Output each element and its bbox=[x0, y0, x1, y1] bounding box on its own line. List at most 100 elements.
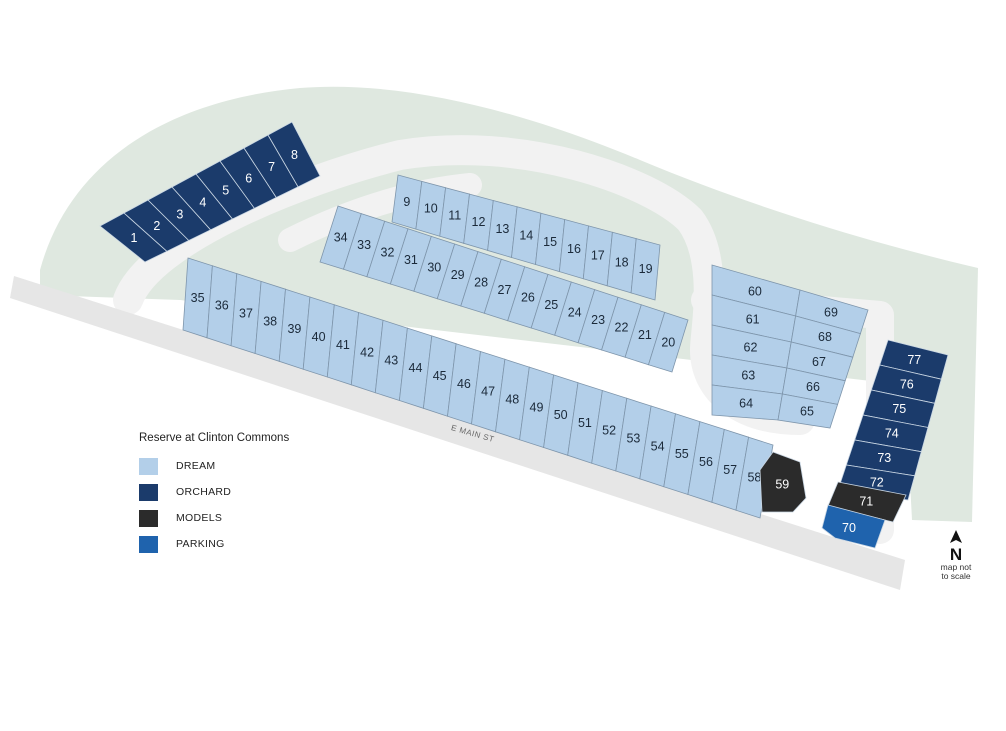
lot-44[interactable]: 44 bbox=[398, 327, 433, 409]
lot-23-number: 23 bbox=[591, 313, 605, 327]
lot-63-number: 63 bbox=[741, 369, 755, 383]
lot-40[interactable]: 40 bbox=[302, 296, 335, 378]
lot-72-number: 72 bbox=[870, 476, 884, 490]
lot-56-number: 56 bbox=[699, 455, 713, 469]
lot-42[interactable]: 42 bbox=[350, 311, 384, 394]
legend: Reserve at Clinton Commons DREAM ORCHARD… bbox=[139, 432, 289, 557]
lot-67[interactable]: 67 bbox=[786, 341, 854, 382]
lot-1-number: 1 bbox=[131, 231, 138, 245]
lot-32[interactable]: 32 bbox=[366, 220, 409, 285]
lot-45[interactable]: 45 bbox=[422, 335, 457, 417]
lot-53-number: 53 bbox=[626, 432, 640, 446]
lot-73[interactable]: 73 bbox=[845, 439, 922, 477]
lot-11[interactable]: 11 bbox=[439, 187, 470, 244]
legend-label-parking: PARKING bbox=[176, 538, 225, 550]
lot-48[interactable]: 48 bbox=[495, 358, 530, 441]
lot-45-number: 45 bbox=[433, 369, 447, 383]
lot-59-number: 59 bbox=[775, 477, 789, 491]
lot-29-number: 29 bbox=[451, 268, 465, 282]
lot-22-number: 22 bbox=[615, 320, 629, 334]
lot-54[interactable]: 54 bbox=[639, 405, 676, 488]
lot-27-number: 27 bbox=[498, 283, 512, 297]
lot-8-number: 8 bbox=[291, 148, 298, 162]
legend-label-dream: DREAM bbox=[176, 460, 216, 472]
legend-item-orchard: ORCHARD bbox=[139, 479, 289, 505]
lot-5-number: 5 bbox=[222, 184, 229, 198]
lot-15[interactable]: 15 bbox=[535, 212, 566, 273]
lot-8[interactable]: 8 bbox=[267, 121, 321, 188]
lot-38-number: 38 bbox=[263, 314, 277, 328]
lot-77-number: 77 bbox=[907, 353, 921, 367]
lot-42-number: 42 bbox=[360, 346, 374, 360]
lot-71-shape bbox=[827, 481, 907, 523]
legend-swatch-dream bbox=[139, 457, 158, 475]
lot-20-number: 20 bbox=[661, 335, 675, 349]
lot-14-number: 14 bbox=[519, 229, 533, 243]
legend-swatch-orchard bbox=[139, 483, 158, 501]
lot-75-number: 75 bbox=[892, 402, 906, 416]
lot-64-number: 64 bbox=[739, 397, 753, 411]
lot-51[interactable]: 51 bbox=[567, 382, 603, 464]
legend-swatch-models bbox=[139, 509, 158, 527]
lot-49-number: 49 bbox=[530, 400, 544, 414]
lot-24-number: 24 bbox=[568, 305, 582, 319]
lot-11-number: 11 bbox=[448, 208, 461, 222]
lot-20[interactable]: 20 bbox=[647, 311, 689, 373]
north-indicator: N map not to scale bbox=[934, 530, 978, 581]
lot-71[interactable]: 71 bbox=[827, 481, 907, 523]
lot-16-number: 16 bbox=[567, 242, 581, 256]
lot-74-number: 74 bbox=[885, 427, 899, 441]
lot-8-shape bbox=[267, 121, 321, 188]
legend-title: Reserve at Clinton Commons bbox=[139, 432, 290, 444]
lot-26-number: 26 bbox=[521, 291, 535, 305]
lot-65-number: 65 bbox=[800, 405, 814, 419]
lot-37[interactable]: 37 bbox=[230, 273, 262, 355]
lot-50[interactable]: 50 bbox=[543, 374, 579, 456]
lot-73-number: 73 bbox=[877, 451, 891, 465]
lot-4-number: 4 bbox=[199, 195, 206, 209]
lot-19[interactable]: 19 bbox=[630, 238, 661, 301]
lot-76-number: 76 bbox=[900, 377, 914, 391]
lot-13-number: 13 bbox=[495, 222, 509, 236]
lot-38[interactable]: 38 bbox=[254, 280, 286, 362]
lot-17-number: 17 bbox=[591, 249, 605, 263]
lot-62-number: 62 bbox=[744, 341, 758, 355]
lot-70-number: 70 bbox=[842, 521, 856, 535]
lot-69-number: 69 bbox=[824, 305, 838, 319]
lot-59[interactable]: 59 bbox=[759, 451, 807, 513]
lot-59-shape bbox=[759, 451, 807, 513]
lot-66[interactable]: 66 bbox=[781, 367, 846, 405]
lot-65[interactable]: 65 bbox=[777, 393, 839, 429]
lot-7-number: 7 bbox=[268, 160, 275, 174]
lot-68-number: 68 bbox=[818, 330, 832, 344]
lot-32-number: 32 bbox=[381, 246, 395, 260]
lot-60-number: 60 bbox=[748, 285, 762, 299]
lot-28-number: 28 bbox=[474, 276, 488, 290]
lot-12-number: 12 bbox=[472, 215, 486, 229]
lot-46-number: 46 bbox=[457, 377, 471, 391]
lot-49[interactable]: 49 bbox=[519, 366, 555, 449]
lot-25-number: 25 bbox=[544, 298, 558, 312]
lot-21-number: 21 bbox=[638, 328, 652, 342]
legend-swatch-parking bbox=[139, 535, 158, 553]
lot-58-number: 58 bbox=[747, 471, 761, 485]
legend-label-orchard: ORCHARD bbox=[176, 486, 232, 498]
scale-note-line2: to scale bbox=[941, 571, 971, 581]
lot-44-number: 44 bbox=[409, 361, 423, 375]
lot-58[interactable]: 58 bbox=[735, 436, 774, 519]
lot-31-number: 31 bbox=[404, 253, 418, 267]
lot-70[interactable]: 70 bbox=[821, 504, 886, 549]
north-letter: N bbox=[949, 545, 963, 564]
legend-label-models: MODELS bbox=[176, 512, 223, 524]
north-arrow-icon bbox=[950, 530, 962, 543]
lot-61-number: 61 bbox=[746, 313, 760, 327]
lot-71-number: 71 bbox=[859, 494, 873, 508]
lot-10-number: 10 bbox=[424, 202, 438, 216]
lot-13[interactable]: 13 bbox=[487, 199, 518, 259]
lot-36-number: 36 bbox=[215, 299, 229, 313]
lot-34-number: 34 bbox=[334, 231, 348, 245]
lot-47-number: 47 bbox=[481, 385, 495, 399]
lot-18-number: 18 bbox=[615, 255, 629, 269]
lot-68[interactable]: 68 bbox=[790, 315, 861, 358]
